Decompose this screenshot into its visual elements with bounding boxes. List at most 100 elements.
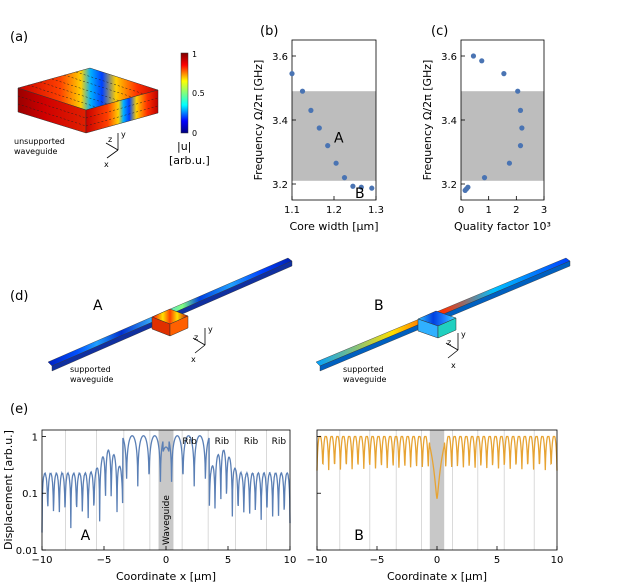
- x-tick-label: 0: [434, 555, 440, 566]
- panel-d-left-axis-z: z: [194, 333, 198, 342]
- rib-label: Rib: [182, 437, 197, 447]
- y-tick-label: 3.4: [441, 116, 457, 127]
- x-tick-label: 0: [163, 555, 169, 566]
- x-tick-label: 10: [551, 555, 564, 566]
- panel-a-axis-x: x: [104, 160, 109, 169]
- colorbar-label-line1: |u|: [177, 140, 191, 153]
- panel-d-right-caption-line1: supported: [343, 365, 384, 374]
- y-tick-label: 3.6: [441, 52, 457, 63]
- panel-d-right-axis-x: x: [451, 361, 456, 370]
- x-axis-label: Quality factor 10³: [454, 220, 551, 233]
- y-axis-label: Frequency Ω/2π [GHz]: [252, 60, 265, 181]
- y-tick-label: 3.6: [272, 52, 288, 63]
- data-point: [479, 58, 485, 64]
- y-axis-label: Displacement [arb.u.]: [2, 430, 15, 550]
- panel-d-right-caption-line2: waveguide: [343, 375, 387, 384]
- colorbar-label-line2: [arb.u.]: [169, 154, 210, 167]
- data-point: [519, 125, 525, 131]
- data-point: [333, 160, 339, 166]
- panel-d-left-axes-triad: [192, 328, 206, 354]
- panel-a-axis-y: y: [121, 130, 126, 139]
- data-point: [325, 143, 331, 149]
- data-point: [462, 187, 468, 193]
- panel-label-c: (c): [431, 24, 448, 39]
- frequency-band: [461, 91, 544, 181]
- x-tick-label: 1.3: [368, 205, 384, 216]
- x-tick-label: 1.1: [284, 205, 300, 216]
- panel-d-right-axis-y: y: [461, 330, 466, 339]
- colorbar-max: 1: [192, 50, 197, 59]
- y-tick-label: 0.1: [22, 489, 38, 500]
- data-point: [289, 71, 295, 77]
- x-tick-label: 3: [541, 205, 547, 216]
- panel-d-left-caption-line1: supported: [70, 365, 111, 374]
- panel-label-b: (b): [260, 24, 278, 39]
- annotation-B: B: [355, 186, 365, 202]
- displacement-curve: [41, 435, 291, 533]
- panel-d-left-axis-x: x: [191, 355, 196, 364]
- slab-mesh-lines: [17, 71, 159, 127]
- x-tick-label: 5: [494, 555, 500, 566]
- data-point: [515, 88, 521, 94]
- x-tick-label: 5: [225, 555, 231, 566]
- x-tick-label: −5: [370, 555, 385, 566]
- x-axis-label: Coordinate x [μm]: [387, 570, 487, 583]
- waveguide-band: [429, 430, 445, 550]
- data-point: [299, 88, 306, 94]
- panel-d-left-caption-line2: waveguide: [70, 375, 114, 384]
- data-point: [506, 160, 513, 166]
- y-tick-label: 0.01: [16, 546, 38, 557]
- core-box-a-right: [169, 315, 189, 337]
- slab-right-face: [85, 89, 159, 134]
- panel-d-left-waveguide: [47, 257, 293, 372]
- data-point: [481, 175, 488, 181]
- panel-d-left-axis-y: y: [208, 325, 213, 334]
- x-tick-label: 1.2: [326, 205, 342, 216]
- x-tick-label: 10: [284, 555, 297, 566]
- panel-label-a: (a): [10, 30, 28, 45]
- displacement-curve: [316, 435, 558, 499]
- chart-e: −10 −5 0 5 10 0.01 0.1 1A Coordinate x [μm] −10 −5…: [2, 429, 564, 583]
- colorbar-mid: 0.5: [192, 89, 205, 98]
- data-point: [369, 185, 375, 191]
- x-axis-label: Coordinate x [μm]: [116, 570, 216, 583]
- panel-d-left-letter: A: [93, 298, 103, 314]
- x-tick-label: −10: [31, 555, 52, 566]
- x-tick-label: 1: [485, 205, 491, 216]
- y-tick-label: 1: [32, 432, 38, 443]
- x-axis-label: Core width [μm]: [289, 220, 378, 233]
- panel-a-slab: [17, 67, 159, 134]
- rib-label: Rib: [272, 437, 287, 447]
- x-tick-label: −5: [97, 555, 112, 566]
- data-point: [517, 107, 524, 113]
- frequency-band: [292, 91, 376, 181]
- data-point: [316, 125, 322, 131]
- subplot-letter: A: [81, 528, 91, 544]
- data-point: [501, 71, 507, 77]
- waveguide-b: [315, 257, 571, 367]
- panel-label-d: (d): [10, 289, 28, 304]
- y-tick-label: 3.4: [272, 116, 288, 127]
- panel-d-right-letter: B: [374, 298, 384, 314]
- panel-a-caption-line2: waveguide: [14, 147, 58, 156]
- y-tick-label: 3.2: [272, 180, 288, 191]
- panel-d-right-axis-z: z: [447, 338, 451, 347]
- x-tick-label: −10: [306, 555, 327, 566]
- annotation-A: A: [334, 130, 344, 146]
- core-box-b-right: [437, 317, 457, 339]
- rib-label: Rib: [244, 437, 259, 447]
- y-tick-label: 3.2: [441, 180, 457, 191]
- data-point: [341, 175, 348, 181]
- panel-label-e: (e): [10, 402, 28, 417]
- colorbar-min: 0: [192, 129, 197, 138]
- data-point: [517, 143, 524, 149]
- data-point: [358, 184, 364, 190]
- panel-a-axis-z: z: [108, 135, 112, 144]
- rib-label: Rib: [215, 437, 230, 447]
- waveguide-band: [158, 430, 174, 550]
- data-point: [308, 107, 314, 113]
- x-tick-label: 2: [513, 205, 519, 216]
